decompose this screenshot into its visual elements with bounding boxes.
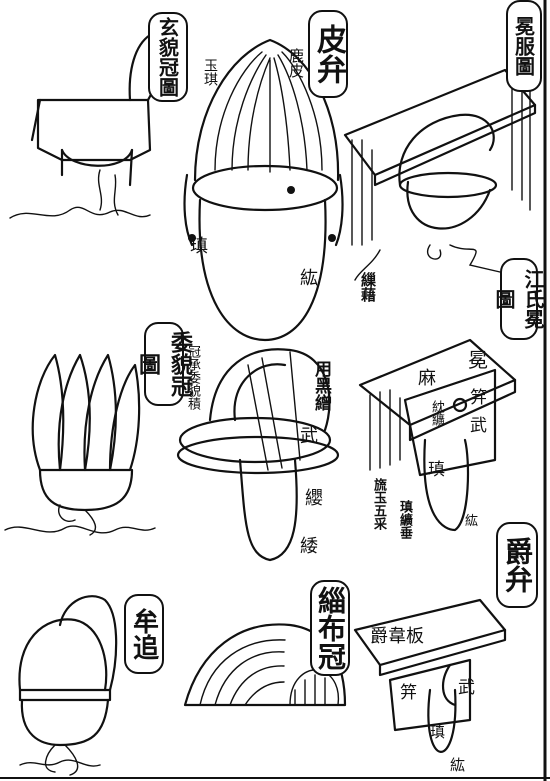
label-wu-right: 武 <box>470 416 487 436</box>
mian-crown-drawing <box>343 68 537 281</box>
label-tian-chi: 紞纊 <box>429 400 444 426</box>
label-zaoqi: 繅藉 <box>359 272 377 302</box>
label-hong-right: 紘 <box>465 514 479 529</box>
weimao-band-drawing <box>176 348 340 562</box>
title-mianfu: 冕服圖 <box>506 0 542 92</box>
label-hong: 紘 <box>300 268 318 289</box>
label-ge: 纓 <box>305 488 323 509</box>
label-ji: 笄 <box>470 388 487 408</box>
label-wu-bottom: 武 <box>458 678 475 698</box>
title-juebian: 爵弁 <box>496 522 538 608</box>
label-luopi: 鹿皮 <box>287 48 305 78</box>
label-yuqi: 玉琪 <box>202 58 218 86</box>
label-mianban-2: 冕 <box>468 348 488 372</box>
label-hong-bottom: 紘 <box>450 756 466 774</box>
label-juebian-board: 爵韋板 <box>370 626 424 647</box>
xuanmao-cap-drawing <box>9 33 159 219</box>
title-weimao: 委貌冠圖 <box>135 322 193 406</box>
label-tian-right: 瑱 <box>428 460 445 480</box>
label-ji-bottom: 笄 <box>400 683 417 703</box>
title-cuobu: 緇布冠 <box>310 580 350 676</box>
label-shuliao: 旒玉五采 <box>371 478 386 530</box>
label-weimao-note: 冠承委貌積 <box>185 345 200 410</box>
label-lingtian: 瑱纊垂 <box>397 500 412 539</box>
label-tian: 瑱 <box>190 236 208 257</box>
pibian-cap-drawing <box>183 38 344 342</box>
juebian-crown-drawing <box>353 598 507 753</box>
moubu-cap-drawing <box>18 595 118 776</box>
label-mianban-1: 麻 <box>418 368 436 389</box>
label-wu-middle: 武 <box>300 426 318 447</box>
title-moubu: 牟追 <box>124 594 164 674</box>
label-gesheng: 緌 <box>300 536 318 557</box>
label-tian-bottom: 瑱 <box>430 723 446 741</box>
weimao-cap-drawing <box>4 353 156 536</box>
label-yonghei: 用黑繒 <box>311 360 331 411</box>
title-pibian: 皮弁 <box>308 10 348 98</box>
jiangshi-crown-drawing <box>358 338 517 532</box>
title-xuanmao: 玄貌冠圖 <box>148 12 188 102</box>
title-jiangshi: 江氏冕圖 <box>492 258 545 340</box>
